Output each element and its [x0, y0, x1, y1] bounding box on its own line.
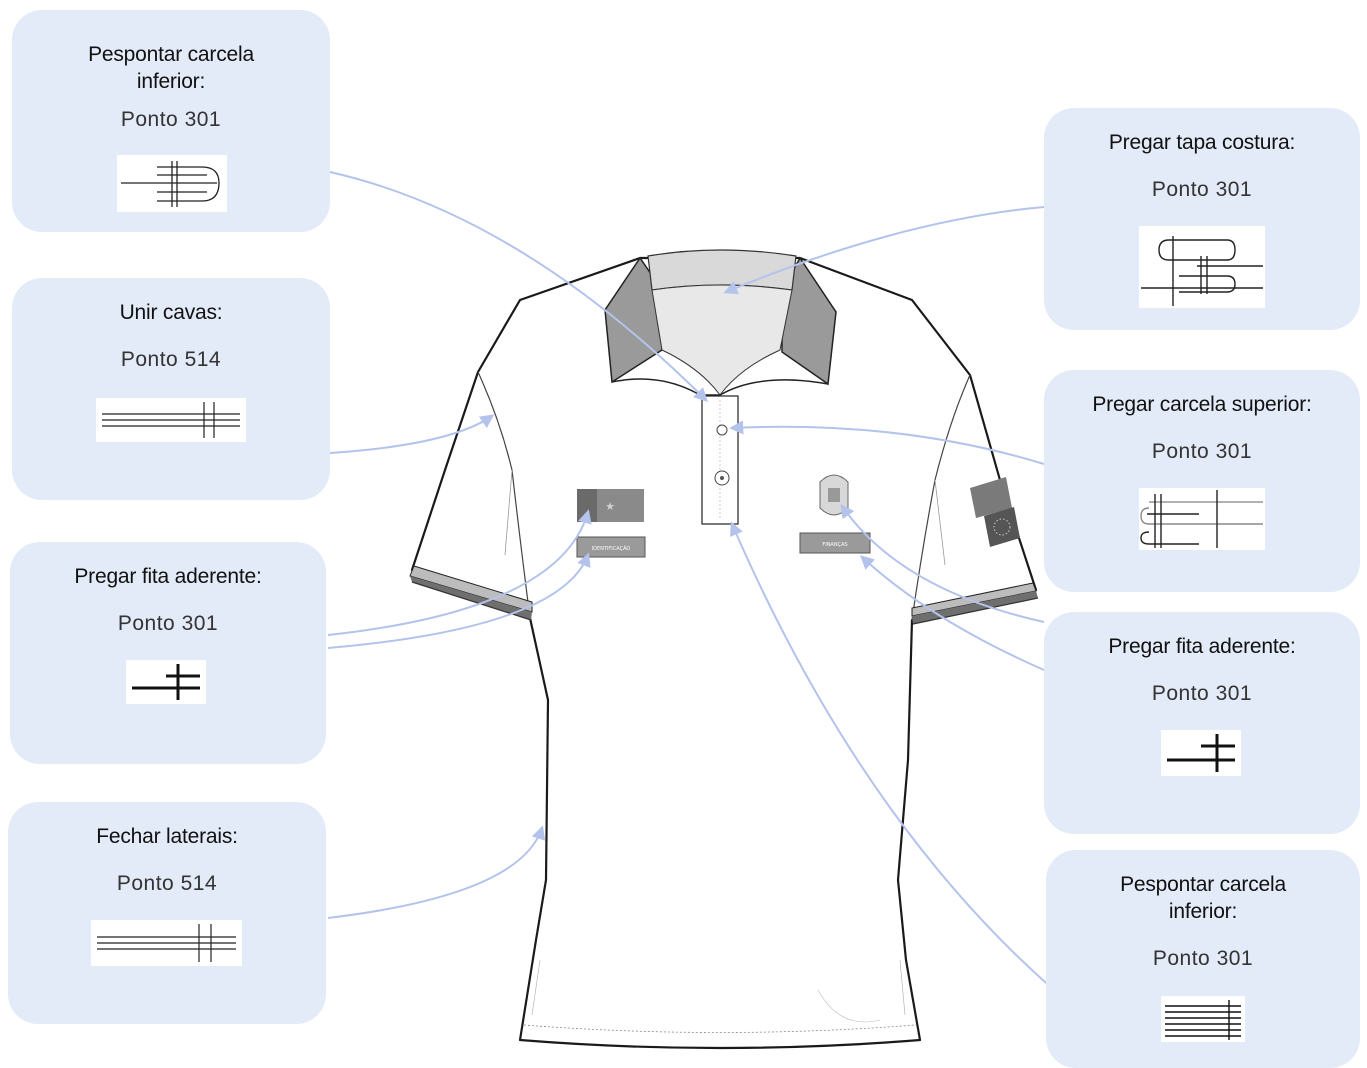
left-flag-patch: ★: [577, 489, 644, 522]
card-fechar-laterais: Fechar laterais: Ponto 514: [8, 802, 326, 1024]
card-pregar-fita-aderente-left: Pregar fita aderente: Ponto 301: [10, 542, 326, 764]
card-stitch: Ponto 301: [1152, 947, 1254, 970]
card-pespontar-carcela-inferior-left: Pespontar carcela inferior: Ponto 301: [12, 10, 330, 232]
card-pregar-tapa-costura: Pregar tapa costura: Ponto 301: [1044, 108, 1360, 330]
card-title: Pregar fita aderente:: [74, 565, 262, 588]
card-stitch: Ponto 301: [1151, 682, 1253, 705]
card-stitch: Ponto 301: [120, 108, 222, 131]
stitch-301-loops-icon: [1139, 488, 1265, 550]
card-title: Fechar laterais:: [96, 825, 238, 848]
stitch-301-curve-icon: [117, 155, 227, 212]
card-title: Pregar fita aderente:: [1108, 635, 1296, 658]
card-stitch: Ponto 301: [1151, 440, 1253, 463]
right-patch-label: FINANÇAS: [822, 542, 847, 548]
stitch-301-loops-icon: [1139, 226, 1265, 308]
card-stitch: Ponto 514: [116, 872, 218, 895]
card-title: Pregar tapa costura:: [1108, 131, 1296, 154]
card-title: Pespontar carcela inferior:: [88, 43, 254, 93]
card-stitch: Ponto 301: [1151, 178, 1253, 201]
placket: [701, 395, 739, 525]
card-pregar-carcela-superior: Pregar carcela superior: Ponto 301: [1044, 370, 1360, 592]
svg-text:★: ★: [605, 500, 615, 513]
card-title: Unir cavas:: [119, 301, 223, 324]
crest-emblem: [819, 474, 849, 516]
stitch-301-cross-icon: [126, 660, 206, 704]
left-patch-label: IDENTIFICAÇÃO: [592, 545, 631, 552]
card-stitch: Ponto 301: [117, 612, 219, 635]
card-pregar-fita-aderente-right: Pregar fita aderente: Ponto 301: [1044, 612, 1360, 834]
stitch-514-icon: [91, 920, 242, 966]
card-title: Pespontar carcela inferior:: [1120, 873, 1286, 923]
card-pespontar-carcela-inferior-right: Pespontar carcela inferior: Ponto 301: [1046, 850, 1360, 1068]
card-unir-cavas: Unir cavas: Ponto 514: [12, 278, 330, 500]
stitch-301-cross-icon: [1161, 730, 1241, 776]
stitch-514-icon: [96, 398, 246, 442]
card-stitch: Ponto 514: [120, 348, 222, 371]
stitch-multi-line-icon: [1161, 996, 1245, 1042]
card-title: Pregar carcela superior:: [1092, 393, 1312, 416]
